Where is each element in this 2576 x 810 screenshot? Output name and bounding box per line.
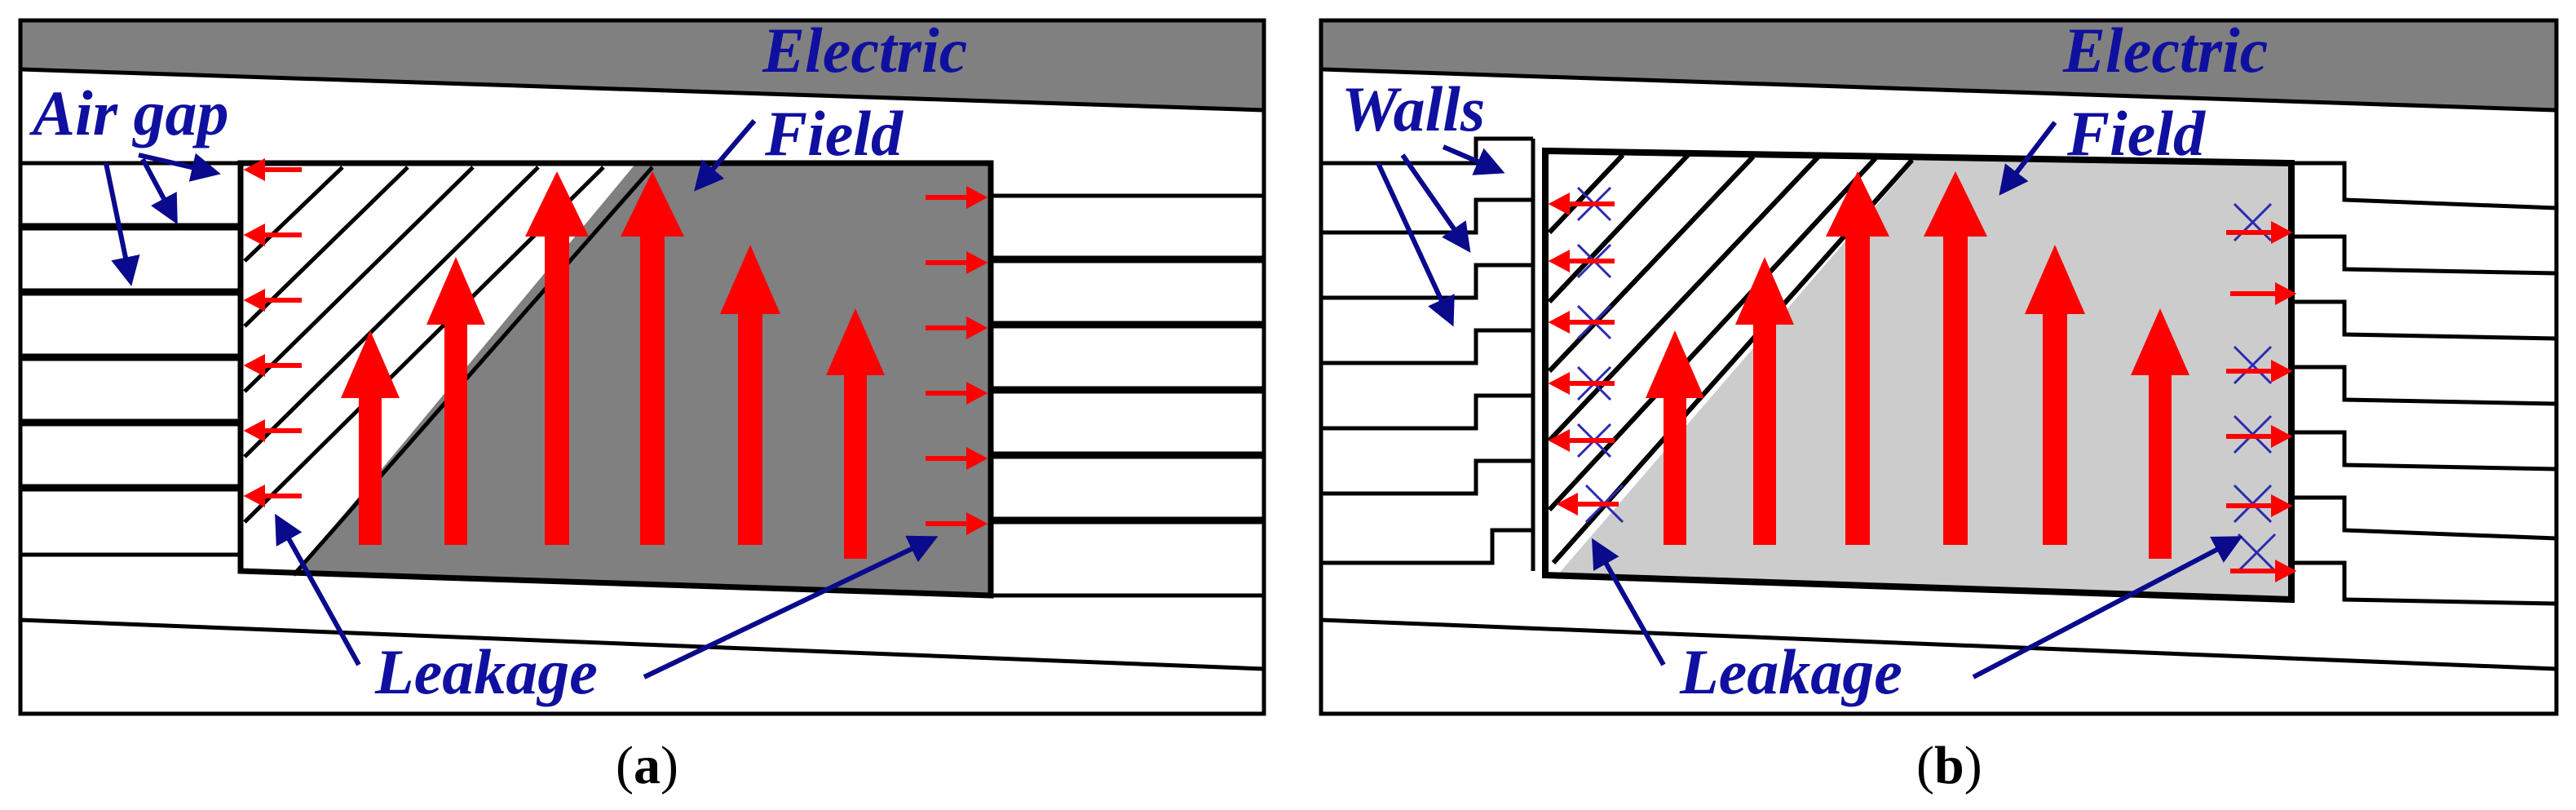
panel-a-field-arrows <box>341 171 885 559</box>
field-arrow <box>1735 257 1794 545</box>
panel-b-label-leakage: Leakage <box>1679 636 1902 707</box>
field-arrow <box>525 171 589 545</box>
panel-b-right-walls <box>2291 161 2557 606</box>
panel-a-leak-arrows-left <box>243 158 302 507</box>
panel-b-bottom-band-line <box>1320 617 2557 671</box>
field-arrow <box>720 245 780 545</box>
field-arrow <box>826 308 885 559</box>
panel-b-leak-arrows-left <box>1548 193 1619 516</box>
panel-a-label-air-gap: Air gap <box>29 77 229 148</box>
panel-a-leak-arrows-right <box>926 186 988 535</box>
field-arrow <box>1826 171 1889 545</box>
panel-b-top-band <box>1319 18 2559 113</box>
panel-a-top-band <box>18 18 1266 113</box>
panel-b-label-field: Field <box>2066 98 2206 169</box>
panel-a-pointers <box>104 119 939 679</box>
panel-b-label-electric: Electric <box>2062 15 2268 86</box>
panel-b-label-walls: Walls <box>1341 73 1485 144</box>
panel-a-label-electric: Electric <box>762 15 967 86</box>
panel-b-left-walls <box>1321 136 1535 571</box>
panel-a-label-field: Field <box>764 98 904 169</box>
field-arrow <box>426 257 485 545</box>
panel-a: Electric Field Air gap Leakage (a) <box>18 15 1266 795</box>
panel-a-bottom-band-line <box>20 617 1265 671</box>
panel-a-label-leakage: Leakage <box>374 636 598 707</box>
panel-b: Electric Field Walls Leakage (b) <box>1319 15 2559 795</box>
panel-b-leak-arrows-right <box>2226 221 2297 582</box>
field-arrow <box>1646 330 1704 545</box>
field-arrow <box>341 330 400 545</box>
panel-b-field-region <box>1558 159 2291 600</box>
panel-a-left-layers <box>18 161 243 557</box>
field-arrow <box>621 171 684 545</box>
field-arrow <box>2025 245 2085 545</box>
panel-b-field-arrows <box>1646 171 2189 559</box>
panel-a-right-layers <box>988 193 1266 598</box>
panel-b-pointers <box>1376 121 2243 679</box>
field-arrow <box>1924 171 1987 545</box>
panel-a-caption: (a) <box>616 736 678 795</box>
field-arrow <box>2131 308 2189 559</box>
panel-b-caption: (b) <box>1916 736 1982 795</box>
